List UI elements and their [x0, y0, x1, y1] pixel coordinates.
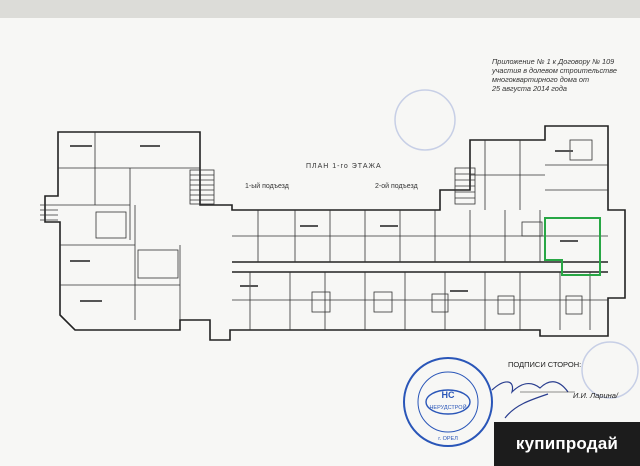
- signature: [491, 381, 569, 419]
- annex-line: Приложение № 1 к Договору № 109: [492, 57, 615, 66]
- scan-edge: [0, 0, 640, 18]
- stamp-text: НЕРУДСТРОЙ: [429, 403, 466, 411]
- svg-text:НС: НС: [442, 390, 455, 400]
- company-stamp: НС НЕРУДСТРОЙ г. ОРЕЛ: [403, 357, 493, 447]
- annex-line: многоквартирного дома от: [492, 75, 590, 84]
- watermark-badge: купипродай: [494, 422, 640, 466]
- annex-caption: Приложение № 1 к Договору № 109 участия …: [492, 57, 632, 93]
- annex-line: участия в долевом строительстве: [492, 66, 617, 75]
- signatory-name: И.И. Ларина/: [573, 391, 619, 400]
- faded-stamp: [581, 341, 639, 399]
- plan-title: ПЛАН 1-го ЭТАЖА: [306, 163, 382, 170]
- faded-stamp: [394, 89, 456, 151]
- entrance-1-label: 1-ый подъезд: [245, 183, 289, 190]
- signatures-label: ПОДПИСИ СТОРОН:: [508, 360, 582, 369]
- entrance-2-label: 2-ой подъезд: [375, 183, 418, 190]
- stamp-city: г. ОРЕЛ: [438, 436, 458, 442]
- annex-line: 25 августа 2014 года: [492, 84, 567, 93]
